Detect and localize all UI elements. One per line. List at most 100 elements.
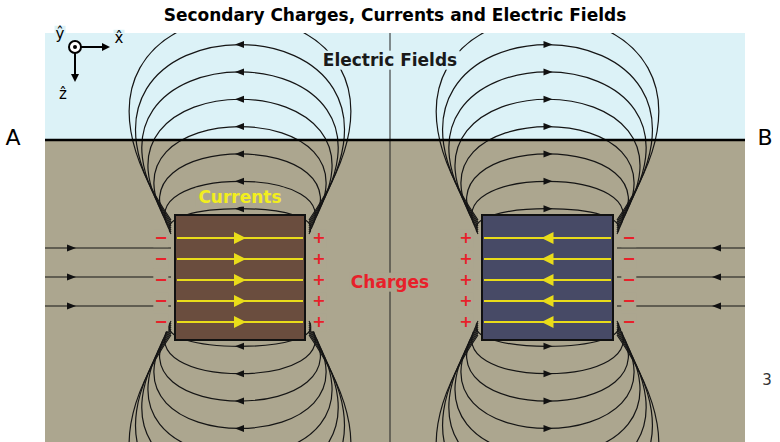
charge-sign: − xyxy=(153,250,168,268)
current-arrowhead xyxy=(542,316,554,328)
field-line xyxy=(142,331,338,442)
charge-sign: − xyxy=(153,313,168,331)
symmetry-line xyxy=(390,33,391,442)
field-arrowhead xyxy=(543,123,552,130)
charge-sign: − xyxy=(153,271,168,289)
charge-sign: − xyxy=(621,229,636,247)
air-band: Electric Fields xyxy=(45,33,745,140)
field-line xyxy=(455,329,640,442)
field-line xyxy=(617,247,745,248)
node-label: Electric Fields xyxy=(320,51,460,70)
charge-sign: + xyxy=(458,250,473,268)
field-lines xyxy=(45,33,745,442)
field-arrowhead xyxy=(235,425,244,432)
section-end-label: B xyxy=(756,126,773,150)
field-line xyxy=(45,247,171,248)
field-arrowhead xyxy=(67,274,76,281)
field-arrowhead xyxy=(712,274,721,281)
current-arrowhead xyxy=(542,232,554,244)
field-line xyxy=(455,99,640,226)
axis-label: x̂ xyxy=(114,30,125,47)
field-arrowhead xyxy=(543,398,552,405)
current-arrows xyxy=(177,232,611,328)
field-arrowhead xyxy=(543,205,552,212)
charge-sign: − xyxy=(621,313,636,331)
field-arrowhead xyxy=(235,178,244,185)
current-arrowhead xyxy=(542,274,554,286)
field-arrowhead xyxy=(235,68,244,75)
field-line xyxy=(449,72,646,224)
field-arrowhead xyxy=(235,96,244,103)
field-line xyxy=(443,333,653,442)
field-arrowhead xyxy=(543,370,552,377)
field-arrowhead xyxy=(543,178,552,185)
field-arrowhead xyxy=(235,370,244,377)
field-arrowhead xyxy=(543,343,552,350)
field-line xyxy=(45,305,171,306)
field-line xyxy=(129,335,351,442)
current-arrowhead xyxy=(234,316,246,328)
charge-sign: + xyxy=(458,313,473,331)
field-arrowhead xyxy=(235,343,244,350)
charges-label: Charges xyxy=(350,273,430,292)
field-arrowhead xyxy=(543,425,552,432)
field-line xyxy=(129,33,351,220)
charge-sign: − xyxy=(153,229,168,247)
charge-sign: + xyxy=(458,292,473,310)
charge-sign: + xyxy=(458,271,473,289)
field-line xyxy=(443,45,653,222)
current-arrowhead xyxy=(234,253,246,265)
field-line xyxy=(449,331,646,442)
field-arrowhead xyxy=(543,150,552,157)
field-arrowhead xyxy=(235,150,244,157)
charge-sign: − xyxy=(621,292,636,310)
field-line xyxy=(436,33,659,220)
field-line xyxy=(45,276,171,277)
field-line xyxy=(154,327,326,428)
charge-sign: + xyxy=(311,229,326,247)
field-arrowhead xyxy=(67,245,76,252)
field-arrowhead xyxy=(543,96,552,103)
conductor-box-right xyxy=(482,215,613,340)
current-arrowhead xyxy=(234,232,246,244)
current-arrowhead xyxy=(542,295,554,307)
field-arrowhead xyxy=(67,303,76,310)
section-end-label: A xyxy=(4,126,21,150)
axis-label: ẑ xyxy=(58,86,68,103)
field-line xyxy=(154,127,326,228)
field-arrowhead xyxy=(712,303,721,310)
field-arrowhead xyxy=(235,41,244,48)
charge-sign: + xyxy=(311,313,326,331)
field-arrowhead xyxy=(543,68,552,75)
current-arrowhead xyxy=(542,253,554,265)
field-line xyxy=(136,333,345,442)
charge-sign: − xyxy=(621,250,636,268)
field-line xyxy=(461,127,634,228)
field-arrowhead xyxy=(235,123,244,130)
field-line xyxy=(461,327,634,428)
field-line xyxy=(142,72,338,224)
conductor-box: Currents xyxy=(175,215,305,340)
current-arrowhead xyxy=(234,295,246,307)
charge-sign: + xyxy=(311,292,326,310)
field-line xyxy=(136,45,345,222)
charge-sign: − xyxy=(621,271,636,289)
charge-sign: + xyxy=(311,250,326,268)
field-arrowhead xyxy=(543,41,552,48)
page-number: 3 xyxy=(761,372,773,389)
field-line xyxy=(148,329,332,442)
field-arrowhead xyxy=(235,398,244,405)
charge-sign: + xyxy=(311,271,326,289)
charge-sign: + xyxy=(458,229,473,247)
axes-icon xyxy=(69,41,110,82)
axis-label: ŷ xyxy=(55,26,66,43)
field-arrowhead xyxy=(712,245,721,252)
current-arrowhead xyxy=(234,274,246,286)
field-line xyxy=(148,99,332,226)
conductor-box-left xyxy=(175,215,305,340)
charge-sign: − xyxy=(153,292,168,310)
title: Secondary Charges, Currents and Electric… xyxy=(164,6,627,25)
field-line xyxy=(436,335,659,442)
node-label: Currents xyxy=(195,188,284,207)
surface-line xyxy=(45,139,745,142)
